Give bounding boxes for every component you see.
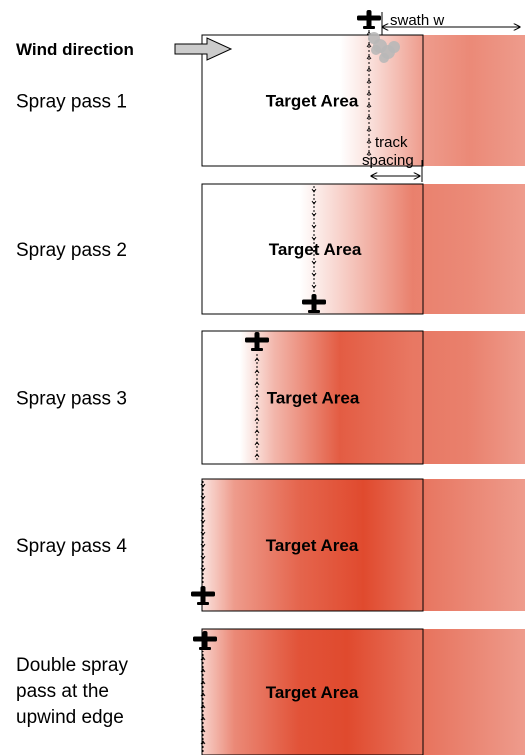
track-arrow <box>200 483 206 488</box>
track-arrow <box>311 260 317 265</box>
track-arrow <box>200 567 206 572</box>
spray-cloud-puff <box>388 41 400 53</box>
target-area-label: Target Area <box>266 536 359 555</box>
spray-cloud-puff <box>371 45 381 55</box>
track-arrow <box>200 495 206 500</box>
track-arrow <box>200 716 206 721</box>
track-arrow <box>366 67 372 72</box>
track-arrow <box>200 543 206 548</box>
target-area-label: Target Area <box>266 683 359 702</box>
aircraft-wing <box>357 15 381 21</box>
track-arrow <box>311 224 317 229</box>
aircraft-tail <box>308 310 320 313</box>
pass-label: Spray pass 1 <box>16 92 127 113</box>
pass-label: pass at the <box>16 681 109 702</box>
track-arrow <box>200 704 206 709</box>
aircraft-tail <box>199 647 211 650</box>
spray-pass-4: Target Area Spray pass 4 <box>16 478 525 612</box>
wind-arrow-icon <box>174 37 233 61</box>
track-arrow <box>311 236 317 241</box>
pass-label: upwind edge <box>16 707 124 728</box>
aircraft-icon <box>191 586 215 605</box>
track-arrow <box>366 139 372 144</box>
track-arrow <box>366 79 372 84</box>
spray-cloud-puff <box>379 53 389 63</box>
target-area-box <box>201 628 424 755</box>
track-arrow <box>200 555 206 560</box>
track-arrow <box>200 668 206 673</box>
track-arrow <box>366 151 372 156</box>
flight-track <box>311 186 317 292</box>
flight-track <box>200 481 206 585</box>
track-arrow <box>366 127 372 132</box>
track-spacing-label-2: spacing <box>362 152 414 169</box>
aircraft-icon <box>245 332 269 351</box>
aircraft-icon <box>302 294 326 313</box>
track-arrow <box>200 531 206 536</box>
pass-label: Spray pass 2 <box>16 240 127 261</box>
target-area-box <box>201 34 424 167</box>
aircraft-wing <box>302 299 326 305</box>
target-area-box <box>201 183 424 315</box>
track-arrow <box>254 453 260 458</box>
track-arrow <box>311 200 317 205</box>
target-area-label: Target Area <box>266 92 359 111</box>
track-arrow <box>311 272 317 277</box>
aircraft-wing <box>191 591 215 597</box>
track-arrow <box>200 728 206 733</box>
track-arrow <box>200 692 206 697</box>
aircraft-icon <box>357 10 381 29</box>
aircraft-tail <box>363 26 375 29</box>
target-area-label: Target Area <box>267 389 360 408</box>
track-arrow <box>311 212 317 217</box>
track-arrow <box>200 680 206 685</box>
flight-track <box>254 352 260 460</box>
swath-label: swath w <box>390 12 444 29</box>
track-arrow <box>254 393 260 398</box>
track-arrow <box>200 507 206 512</box>
track-arrow <box>254 417 260 422</box>
track-arrow <box>254 405 260 410</box>
track-arrow <box>254 381 260 386</box>
track-arrow <box>311 248 317 253</box>
track-arrow <box>366 55 372 60</box>
spray-pass-1: Target Area Spray pass 1 Wind direction swa… <box>16 10 525 182</box>
track-arrow <box>311 188 317 193</box>
aircraft-wing <box>193 636 217 642</box>
track-arrow <box>311 284 317 289</box>
track-arrow <box>254 357 260 362</box>
pass-label: Double spray <box>16 655 128 676</box>
track-arrow <box>366 115 372 120</box>
track-arrow <box>200 519 206 524</box>
pass-label: Spray pass 3 <box>16 389 127 410</box>
pass-label: Spray pass 4 <box>16 536 127 557</box>
target-area-box <box>201 330 424 465</box>
spray-pass-3: Target Area Spray pass 3 <box>16 330 525 465</box>
spray-pass-5: Target Area Double spray pass at the upwind… <box>16 628 525 755</box>
deposit-band <box>202 479 525 611</box>
spray-cloud <box>368 32 400 63</box>
track-arrow <box>200 656 206 661</box>
deposit-band <box>340 35 525 166</box>
track-arrow <box>254 369 260 374</box>
track-arrow <box>366 43 372 48</box>
aircraft-icon <box>193 631 217 650</box>
track-spacing-label: track <box>375 134 408 151</box>
aircraft-wing <box>245 337 269 343</box>
deposit-band <box>240 331 525 464</box>
deposit-band <box>300 184 525 314</box>
track-arrow <box>366 103 372 108</box>
deposit-band <box>202 629 525 755</box>
track-arrow <box>366 91 372 96</box>
aircraft-tail <box>197 602 209 605</box>
track-arrow <box>254 441 260 446</box>
wind-direction-label: Wind direction <box>16 40 134 59</box>
track-arrow <box>254 429 260 434</box>
track-arrow <box>200 740 206 745</box>
flight-track <box>200 651 206 752</box>
aircraft-tail <box>251 348 263 351</box>
